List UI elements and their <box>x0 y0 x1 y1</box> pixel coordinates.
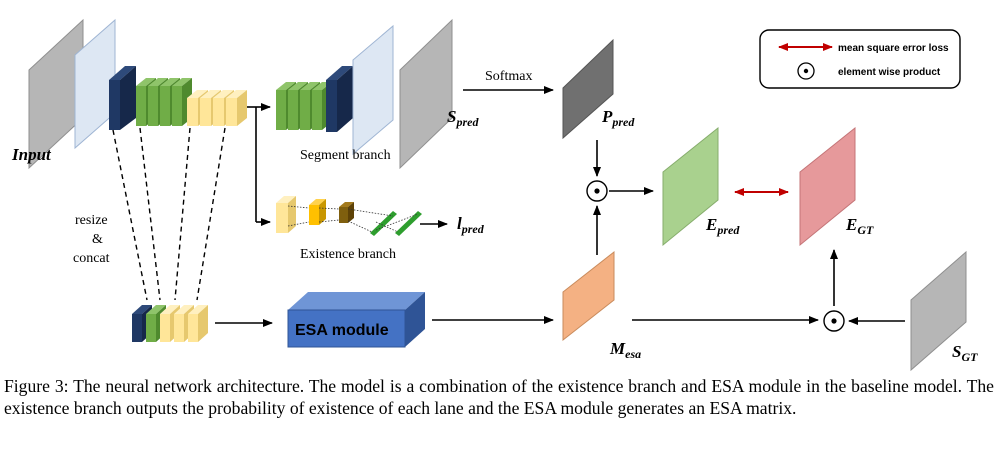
legend-product-label: element wise product <box>838 67 941 78</box>
existence-branch-blocks <box>276 196 422 236</box>
e-gt-label: EGT <box>845 215 874 237</box>
softmax-label: Softmax <box>485 69 532 84</box>
esa-module-box <box>287 292 425 348</box>
element-wise-product-icon-upper <box>586 180 608 202</box>
e-gt-slab <box>799 126 856 247</box>
legend-box: mean square error loss element wise prod… <box>759 29 961 89</box>
figure-caption: Figure 3: The neural network architectur… <box>4 376 994 418</box>
p-pred-slab <box>562 38 614 140</box>
architecture-diagram: Input resize & concat ESA module <box>11 18 978 372</box>
esa-module-label: ESA module <box>295 322 389 339</box>
s-gt-label: SGT <box>952 342 978 364</box>
segment-branch-blocks <box>276 66 353 132</box>
concat-label: concat <box>73 251 110 266</box>
m-esa-slab <box>562 250 615 342</box>
e-pred-label: Epred <box>705 215 740 237</box>
segment-decoder-light-blue-slab <box>352 24 394 156</box>
and-label: & <box>92 232 103 247</box>
encoder-navy-block <box>109 66 136 130</box>
fc-layer-2 <box>395 211 422 236</box>
existence-branch-label: Existence branch <box>300 247 396 262</box>
branch-split-connector <box>247 103 271 226</box>
resize-dashed-lines <box>112 127 226 301</box>
e-pred-slab <box>662 126 719 247</box>
concat-feature-blocks <box>132 305 208 342</box>
m-esa-label: Mesa <box>609 339 641 361</box>
element-wise-product-icon-lower <box>823 310 845 332</box>
legend-mse-label: mean square error loss <box>838 43 949 54</box>
l-pred-label: lpred <box>457 214 485 236</box>
s-gt-slab <box>910 250 967 372</box>
input-label: Input <box>11 145 52 164</box>
s-pred-slab <box>399 18 453 170</box>
p-pred-label: Ppred <box>601 107 635 129</box>
segment-branch-label: Segment branch <box>300 148 391 163</box>
encoder-yellow-blocks <box>187 90 247 126</box>
encoder-green-blocks <box>136 78 192 126</box>
resize-label: resize <box>75 213 108 228</box>
s-pred-label: Spred <box>447 107 479 129</box>
legend-product-icon <box>797 62 815 80</box>
existence-dotted-links <box>287 205 419 233</box>
